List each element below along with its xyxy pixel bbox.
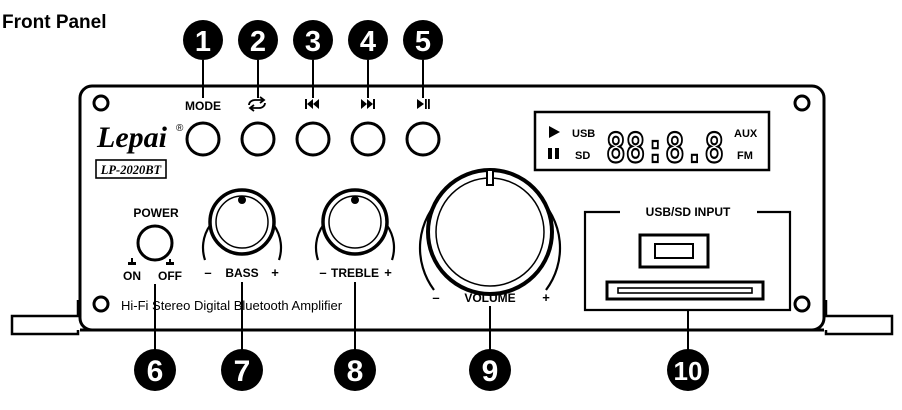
repeat-icon [248,96,266,112]
svg-text:9: 9 [482,355,499,388]
display-usb-indicator: USB [572,128,595,140]
screw-top-right [793,94,811,112]
left-bracket [10,300,80,336]
mode-button[interactable] [185,121,221,157]
model-badge [95,159,167,179]
volume-minus-label: – [432,290,439,305]
power-on-indicator-icon [128,258,136,265]
brand-registered-mark: ® [176,123,184,134]
screw-bottom-right [793,295,811,313]
lcd-display [533,110,771,172]
svg-text:4: 4 [360,26,376,58]
callout-3: 3 [293,20,333,60]
volume-knob[interactable] [426,168,554,296]
svg-text:7: 7 [234,355,251,388]
treble-minus-label: – [319,265,326,280]
power-on-label: ON [123,269,141,283]
screw-bottom-left [92,295,110,313]
callout-7: 7 [221,349,263,391]
svg-text:5: 5 [415,26,431,58]
sd-card-slot-inner [617,287,753,294]
callout-10: 10 [667,349,709,391]
bass-plus-label: + [271,265,279,280]
treble-plus-label: + [384,265,392,280]
power-off-indicator-icon [166,259,174,265]
callout-8: 8 [334,349,376,391]
bass-label: BASS [225,266,258,280]
skip-next-icon [361,99,375,109]
volume-plus-label: + [542,290,550,305]
volume-knob-indicator-icon [486,169,494,186]
callout-9: 9 [469,349,511,391]
power-off-label: OFF [158,269,182,283]
next-button[interactable] [350,121,386,157]
svg-text:10: 10 [674,356,703,386]
svg-text:1: 1 [195,26,211,58]
callout-4: 4 [348,20,388,60]
callout-leader-lines [154,60,689,350]
svg-text:8: 8 [347,355,364,388]
right-bracket [824,300,894,336]
display-aux-indicator: AUX [734,128,758,140]
callout-5: 5 [403,20,443,60]
treble-knob-indicator-icon [351,196,359,204]
bass-minus-label: – [204,265,211,280]
usb-sd-label: USB/SD INPUT [646,205,731,219]
callout-1: 1 [183,20,223,60]
play-icon [549,126,560,138]
svg-text:2: 2 [250,26,266,58]
play-pause-icon [417,99,430,109]
model-number: LP-2020BT [100,163,163,177]
power-button[interactable] [136,224,174,262]
bass-knob-indicator-icon [238,196,246,204]
power-label: POWER [133,206,179,220]
treble-label: TREBLE [331,266,379,280]
previous-button[interactable] [295,121,331,157]
display-digits: 88:8.8 [606,126,724,172]
mode-label: MODE [185,99,221,113]
amplifier-tagline: Hi-Fi Stereo Digital Bluetooth Amplifier [121,298,343,313]
play-pause-button[interactable] [405,121,441,157]
screw-top-left [92,94,110,112]
usb-port-inner [654,243,694,259]
volume-label: VOLUME [464,291,515,305]
brand-logo: Lepai [96,121,168,154]
svg-text:6: 6 [147,355,164,388]
repeat-button[interactable] [240,121,276,157]
treble-knob[interactable] [321,188,389,256]
callout-6: 6 [134,349,176,391]
pause-icon [548,148,559,159]
bass-knob[interactable] [208,188,276,256]
diagram-title: Front Panel [2,12,107,33]
callout-2: 2 [238,20,278,60]
display-fm-indicator: FM [737,150,753,162]
skip-previous-icon [305,99,319,109]
svg-text:3: 3 [305,26,321,58]
display-sd-indicator: SD [575,150,590,162]
